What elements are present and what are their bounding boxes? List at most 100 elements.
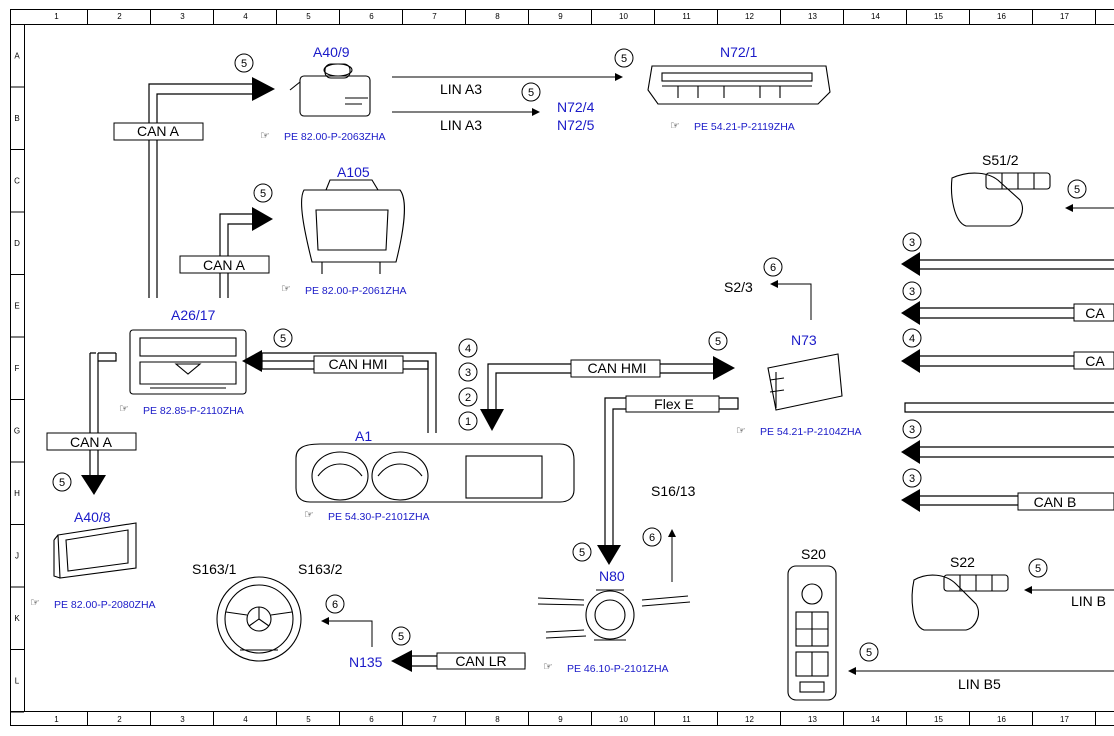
marker-5: 5 <box>280 333 286 345</box>
grid-column-label: 6 <box>369 715 374 724</box>
marker-5: 5 <box>528 87 534 99</box>
grid-row-label: K <box>14 614 20 623</box>
ref-n73[interactable]: PE 54.21-P-2104ZHA <box>760 426 862 438</box>
grid-column-label: 13 <box>808 12 817 21</box>
svg-text:☞: ☞ <box>260 130 270 142</box>
label-s16-13: S16/13 <box>651 483 696 499</box>
ref-link-a26-17[interactable]: ☞ PE 82.85-P-2110ZHA <box>119 403 244 417</box>
grid-column-label: 5 <box>306 715 311 724</box>
ref-link-n73[interactable]: ☞ PE 54.21-P-2104ZHA <box>736 425 862 438</box>
bus-line-right-5 <box>920 446 1114 458</box>
grid-column-label: 16 <box>997 12 1006 21</box>
grid-column-label: 5 <box>306 12 311 21</box>
grid-row-label: L <box>15 676 20 685</box>
bus-label-boxes <box>46 122 1114 670</box>
label-s163-2: S163/2 <box>298 561 343 577</box>
label-n72-1: N72/1 <box>720 44 758 60</box>
grid-row-label: E <box>14 301 19 310</box>
grid-column-label: 17 <box>1060 12 1069 21</box>
ref-link-a40-9[interactable]: ☞ PE 82.00-P-2063ZHA <box>260 130 386 143</box>
bus-label-lin-a3-1: LIN A3 <box>440 81 482 97</box>
ref-a105[interactable]: PE 82.00-P-2061ZHA <box>305 285 407 297</box>
bus-line-right-4 <box>904 402 1114 413</box>
line-labels: LIN A3 LIN A3 LIN B5 LIN B <box>440 81 1106 692</box>
bus-label-can-hmi-1: CAN HMI <box>328 356 387 372</box>
a105-panel-drawing <box>301 179 405 274</box>
grid-column-label: 1 <box>54 715 59 724</box>
marker-3: 3 <box>909 237 915 249</box>
grid-column-label: 4 <box>243 715 248 724</box>
svg-text:☞: ☞ <box>670 120 680 132</box>
svg-text:☞: ☞ <box>304 509 314 521</box>
ref-link-a105[interactable]: ☞ PE 82.00-P-2061ZHA <box>281 283 407 297</box>
bus-label-can-b: CAN B <box>1034 494 1077 510</box>
bus-label-can-a-3: CAN A <box>70 434 113 450</box>
svg-text:☞: ☞ <box>543 661 553 673</box>
reference-links: ☞ PE 82.00-P-2063ZHA ☞ PE 54.21-P-2119ZH… <box>30 120 862 675</box>
frame <box>10 9 1114 726</box>
can-a-bus-line-a40-8 <box>89 352 117 475</box>
ref-a26-17[interactable]: PE 82.85-P-2110ZHA <box>143 405 244 417</box>
marker-5: 5 <box>621 53 627 65</box>
label-a40-9: A40/9 <box>313 44 350 60</box>
ref-link-n80[interactable]: ☞ PE 46.10-P-2101ZHA <box>543 661 669 675</box>
label-n72-4: N72/4 <box>557 99 595 115</box>
circled-marker-numbers: 5 5 5 5 5 3 3 4 6 5 5 4 3 2 1 3 3 5 6 5 … <box>59 53 1080 659</box>
marker-4: 4 <box>909 333 915 345</box>
ref-link-n72-1[interactable]: ☞ PE 54.21-P-2119ZHA <box>670 120 795 133</box>
s51-2-switch-drawing <box>950 172 1051 227</box>
flex-e-bus-line <box>604 397 739 545</box>
ref-n80[interactable]: PE 46.10-P-2101ZHA <box>567 663 669 675</box>
marker-5: 5 <box>260 188 266 200</box>
grid-column-label: 8 <box>495 12 500 21</box>
circled-markers <box>52 48 1087 662</box>
marker-5: 5 <box>579 547 585 559</box>
marker-5: 5 <box>59 477 65 489</box>
grid-column-label: 15 <box>934 12 943 21</box>
a40-9-controller-drawing <box>289 63 371 117</box>
label-s51-2: S51/2 <box>982 152 1019 168</box>
n73-module-drawing <box>767 353 843 411</box>
grid-row-label: J <box>15 551 19 560</box>
ref-a1[interactable]: PE 54.30-P-2101ZHA <box>328 511 430 523</box>
ref-n72-1[interactable]: PE 54.21-P-2119ZHA <box>694 121 795 133</box>
grid-column-ticks <box>87 9 1096 726</box>
grid-column-label: 12 <box>745 715 754 724</box>
grid-column-label: 4 <box>243 12 248 21</box>
s22-switch-drawing <box>911 574 1009 631</box>
marker-1: 1 <box>465 416 471 428</box>
bus-label-ca-2: CA <box>1085 353 1105 369</box>
grid-column-label: 10 <box>619 12 628 21</box>
grid-column-label: 3 <box>180 12 185 21</box>
grid-column-label: 12 <box>745 12 754 21</box>
grid-column-label: 11 <box>682 715 691 724</box>
bus-line-right-1 <box>920 259 1114 270</box>
bus-arrow-heads <box>81 77 920 672</box>
ref-link-a1[interactable]: ☞ PE 54.30-P-2101ZHA <box>304 509 430 523</box>
label-s163-1: S163/1 <box>192 561 237 577</box>
n80-module-drawing <box>537 589 691 641</box>
label-n135: N135 <box>349 654 383 670</box>
grid-row-ticks <box>10 86 24 713</box>
grid-column-label: 3 <box>180 715 185 724</box>
grid-column-label: 6 <box>369 12 374 21</box>
bus-label-lin-b: LIN B <box>1071 593 1106 609</box>
label-n72-5: N72/5 <box>557 117 595 133</box>
svg-text:☞: ☞ <box>281 283 291 295</box>
marker-2: 2 <box>465 392 471 404</box>
grid-column-label: 13 <box>808 715 817 724</box>
bus-label-can-hmi-2: CAN HMI <box>587 360 646 376</box>
bus-label-can-a-2: CAN A <box>203 257 246 273</box>
ref-link-a40-8[interactable]: ☞ PE 82.00-P-2080ZHA <box>30 597 156 611</box>
ref-a40-9[interactable]: PE 82.00-P-2063ZHA <box>284 131 386 143</box>
component-drawings <box>53 63 1051 701</box>
component-labels-black: S51/2 S2/3 S16/13 S163/1 S163/2 S20 S22 <box>192 152 1019 577</box>
marker-5: 5 <box>398 631 404 643</box>
label-a1: A1 <box>355 428 372 444</box>
ref-a40-8[interactable]: PE 82.00-P-2080ZHA <box>54 599 156 611</box>
grid-row-label: A <box>14 51 20 60</box>
grid-column-label: 9 <box>558 12 563 21</box>
